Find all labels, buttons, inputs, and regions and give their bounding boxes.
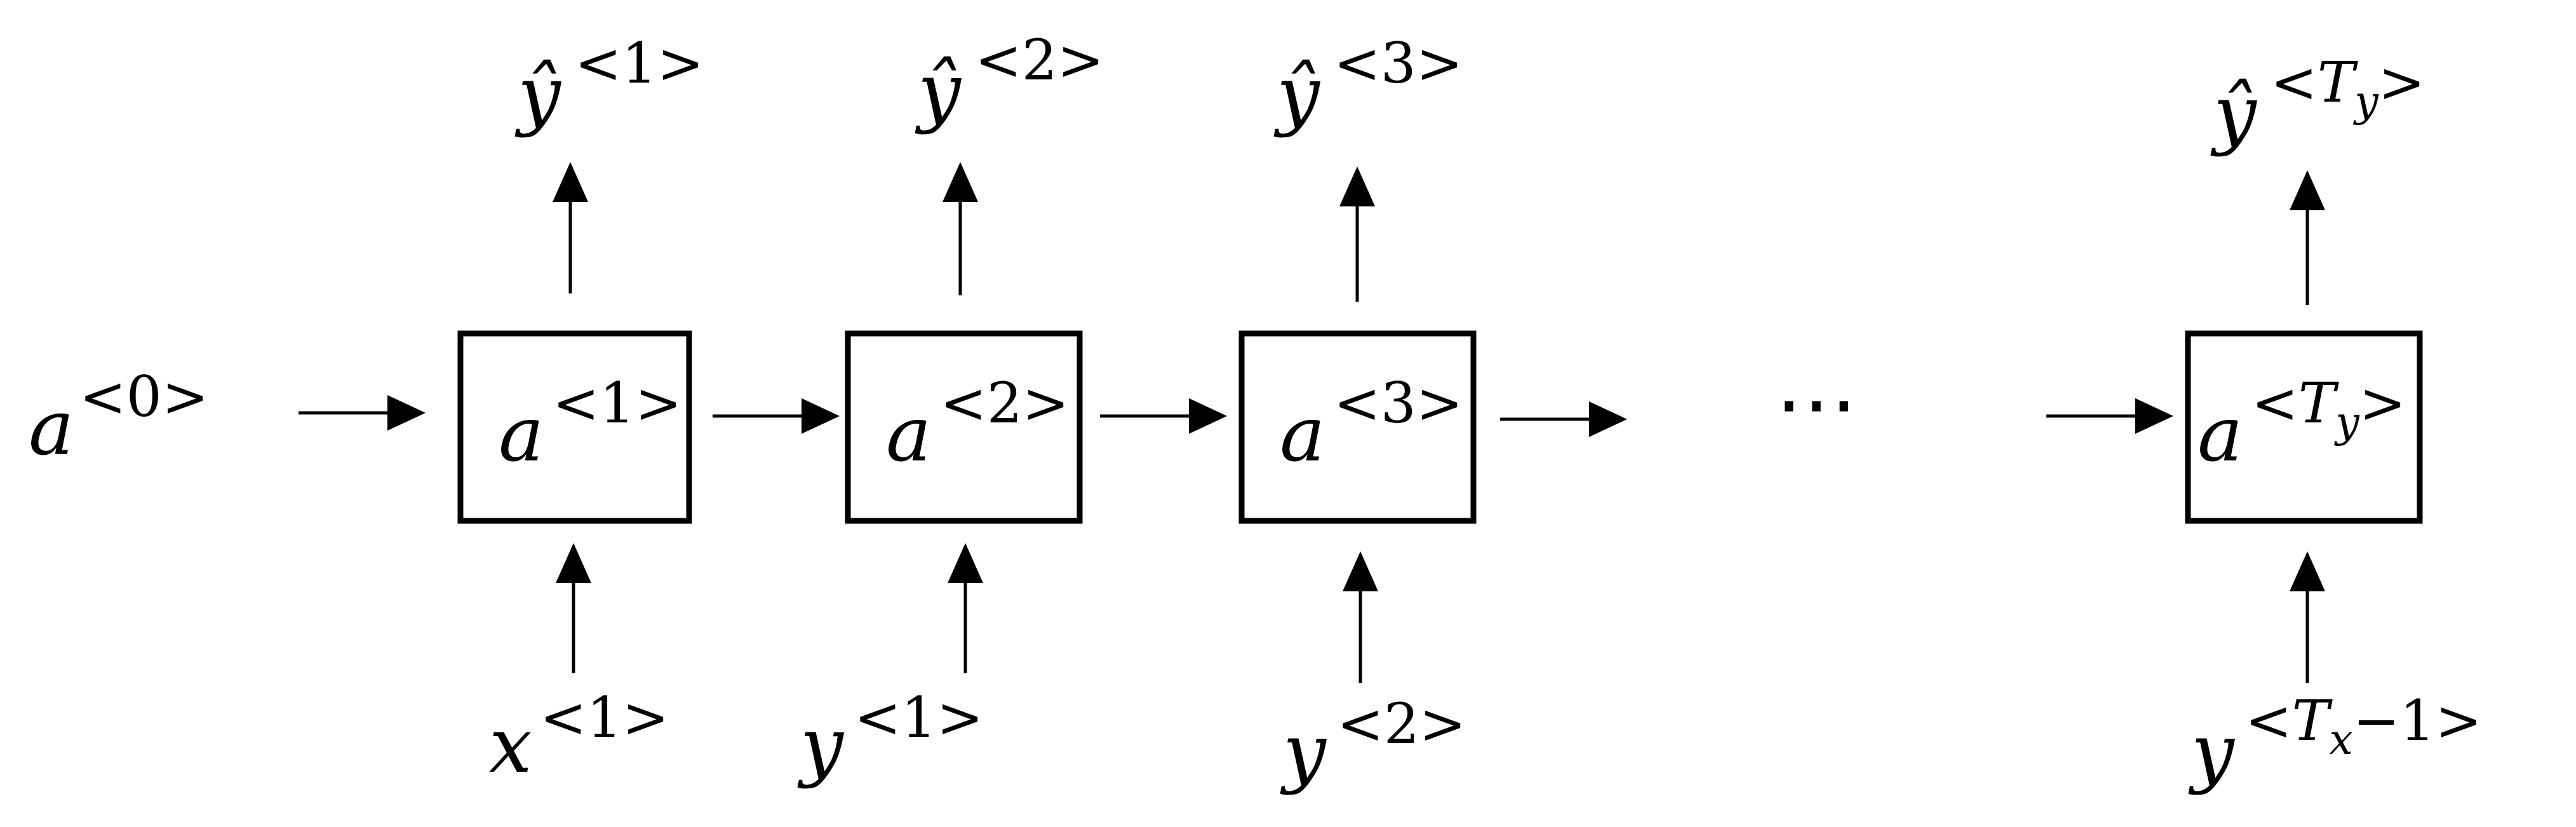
cell-ty-box xyxy=(2185,330,2423,524)
cell-ty-output-sup-open: < xyxy=(2271,50,2318,115)
cell-ty-input-label: y <Tx−1> xyxy=(2188,688,2482,797)
initial-activation-base: a xyxy=(29,384,74,473)
arrow-cell-1-to-cell-2 xyxy=(713,398,840,434)
arrow-initial-to-cell-1 xyxy=(299,395,426,431)
cell-ty-output-label: ŷ <Ty> xyxy=(2210,50,2425,158)
cell-ty-output-arrow xyxy=(2290,170,2325,305)
cell-ty-hidden-sup-sub: y xyxy=(2333,398,2359,447)
ellipsis: ⋯ xyxy=(1775,355,1858,452)
initial-activation-label: a <0> xyxy=(29,364,208,473)
cell-ty-input-sup-var: T xyxy=(2292,688,2333,753)
cell-1-output-arrow xyxy=(553,162,588,293)
cell-3-output-label: ŷ <3> xyxy=(1273,30,1463,139)
cell-3-input-label: y <2> xyxy=(1280,691,1466,797)
cell-2-output-base: ŷ xyxy=(915,48,962,136)
cell-ty-input-base: y xyxy=(2188,708,2236,797)
cell-3-output-base: ŷ xyxy=(1273,51,1321,139)
cell-ty-input-sup-tail: −1 xyxy=(2353,688,2436,753)
cell-ty-output-sup: <Ty> xyxy=(2271,50,2425,126)
cell-3-input-sup: <2> xyxy=(1337,691,1466,756)
cell-ty-output-sup-close: > xyxy=(2378,50,2425,115)
cell-1-box xyxy=(457,330,692,524)
cell-2-hidden-base: a xyxy=(886,391,932,479)
cell-1-hidden-sup: <1> xyxy=(553,370,681,436)
cell-2-input-arrow xyxy=(948,543,983,673)
cell-ty-input-sup-close: > xyxy=(2435,688,2482,753)
cell-1-input-arrow xyxy=(556,543,591,673)
cell-ty-hidden-sup-var: T xyxy=(2298,370,2340,436)
cell-2-input-base: y xyxy=(797,702,845,790)
cell-1-input-label: x <1> xyxy=(489,685,669,790)
cell-1-input-base: x xyxy=(489,702,532,790)
cell-1-output-label: ŷ <1> xyxy=(514,30,704,139)
cell-ty-input-arrow xyxy=(2290,551,2325,683)
cell-1-output-base: ŷ xyxy=(514,51,562,139)
arrow-cell-3-to-ellipsis xyxy=(1500,401,1627,437)
cell-3-input-arrow xyxy=(1343,551,1378,683)
rnn-cell-3: a <3> xyxy=(1238,330,1477,524)
cell-2-box xyxy=(845,330,1083,524)
cell-3-hidden-base: a xyxy=(1280,391,1325,479)
cell-ty-input-sup: <Tx−1> xyxy=(2245,688,2482,764)
cell-ty-output-sup-var: T xyxy=(2318,50,2359,115)
cell-ty-hidden-sup: <Ty> xyxy=(2251,370,2406,447)
cell-ty-output-base: ŷ xyxy=(2210,70,2258,158)
cell-3-output-sup: <3> xyxy=(1334,30,1463,96)
cell-2-output-arrow xyxy=(943,162,978,295)
rnn-cell-ty: a <Ty> xyxy=(2185,330,2423,524)
cell-2-hidden-sup: <2> xyxy=(940,370,1069,436)
cell-3-input-base: y xyxy=(1280,708,1327,797)
cell-ty-hidden-base: a xyxy=(2197,391,2243,479)
cell-1-hidden-base: a xyxy=(499,391,544,479)
initial-activation-sup: <0> xyxy=(79,364,208,429)
cell-2-output-label: ŷ <2> xyxy=(915,27,1104,136)
cell-ty-input-sup-sub: x xyxy=(2329,715,2352,764)
rnn-cell-2: a <2> xyxy=(845,330,1083,524)
cell-ty-hidden-sup-open: < xyxy=(2251,370,2298,436)
cell-2-input-sup: <1> xyxy=(854,685,983,750)
cell-1-output-sup: <1> xyxy=(575,30,704,96)
cell-3-output-arrow xyxy=(1339,166,1375,302)
cell-ty-output-sup-sub: y xyxy=(2352,77,2378,126)
cell-2-input-label: y <1> xyxy=(797,685,983,790)
cell-3-box xyxy=(1238,330,1477,524)
arrow-ellipsis-to-cell-ty xyxy=(2046,398,2173,434)
cell-2-output-sup: <2> xyxy=(975,27,1104,93)
cell-1-input-sup: <1> xyxy=(540,685,669,750)
cell-ty-input-sup-open: < xyxy=(2245,688,2292,753)
cell-3-hidden-sup: <3> xyxy=(1334,370,1463,436)
rnn-cell-1: a <1> xyxy=(457,330,692,524)
cell-ty-hidden-sup-close: > xyxy=(2359,370,2406,436)
arrow-cell-2-to-cell-3 xyxy=(1100,398,1227,434)
